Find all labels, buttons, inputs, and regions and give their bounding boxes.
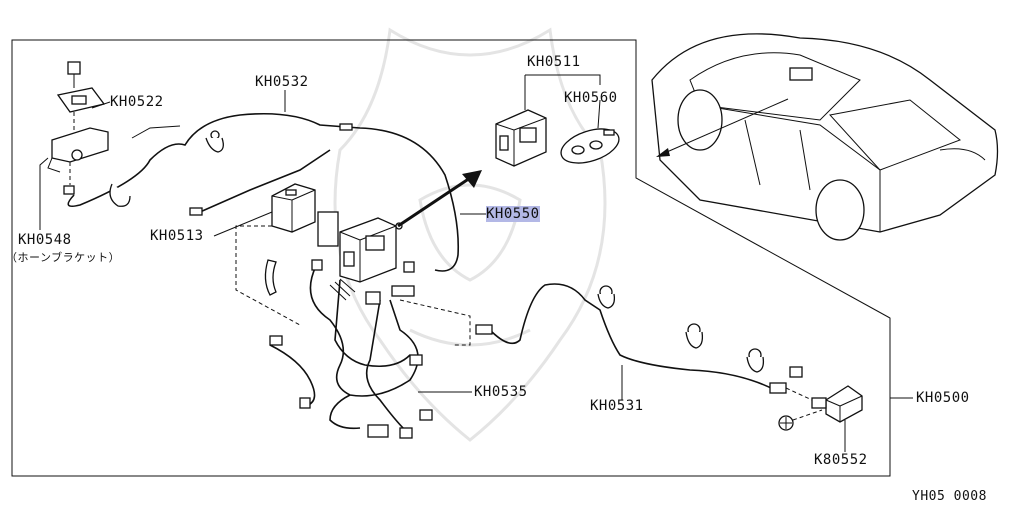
harness-kh0531 — [489, 283, 776, 391]
pointer-arrowhead — [462, 170, 482, 188]
diagram-frame — [11, 39, 891, 477]
leader-lines — [39, 74, 913, 452]
label-kh0550[interactable]: KH0550 — [486, 206, 540, 222]
remote-kh0560 — [560, 128, 620, 164]
pointer-arrow — [397, 176, 471, 228]
harness-kh0535 — [309, 265, 419, 431]
label-kh0511: KH0511 — [527, 54, 581, 70]
car-illustration — [651, 33, 999, 241]
horn-bracket — [47, 61, 109, 195]
label-kh0531: KH0531 — [590, 398, 644, 414]
receiver-kh0511 — [495, 109, 547, 167]
switch-k80552 — [811, 385, 863, 423]
label-k80552: K80552 — [814, 452, 868, 468]
label-kh0548: KH0548 — [18, 232, 72, 248]
harness-kh0513 — [199, 149, 331, 213]
label-kh0532: KH0532 — [255, 74, 309, 90]
label-kh0513: KH0513 — [150, 228, 204, 244]
control-unit-kh0550 — [339, 217, 403, 283]
harness-kh0532 — [67, 112, 460, 272]
location-arrowhead — [656, 148, 670, 157]
location-arrow — [659, 98, 789, 156]
module-kh0513 — [271, 183, 316, 233]
label-kh0535: KH0535 — [474, 384, 528, 400]
label-kh0560: KH0560 — [564, 90, 618, 106]
label-horn-bracket-note: （ホーンブラケット） — [6, 251, 121, 264]
label-kh0522: KH0522 — [110, 94, 164, 110]
figure-code: YH05 0008 — [912, 489, 987, 504]
label-kh0500: KH0500 — [916, 390, 970, 406]
